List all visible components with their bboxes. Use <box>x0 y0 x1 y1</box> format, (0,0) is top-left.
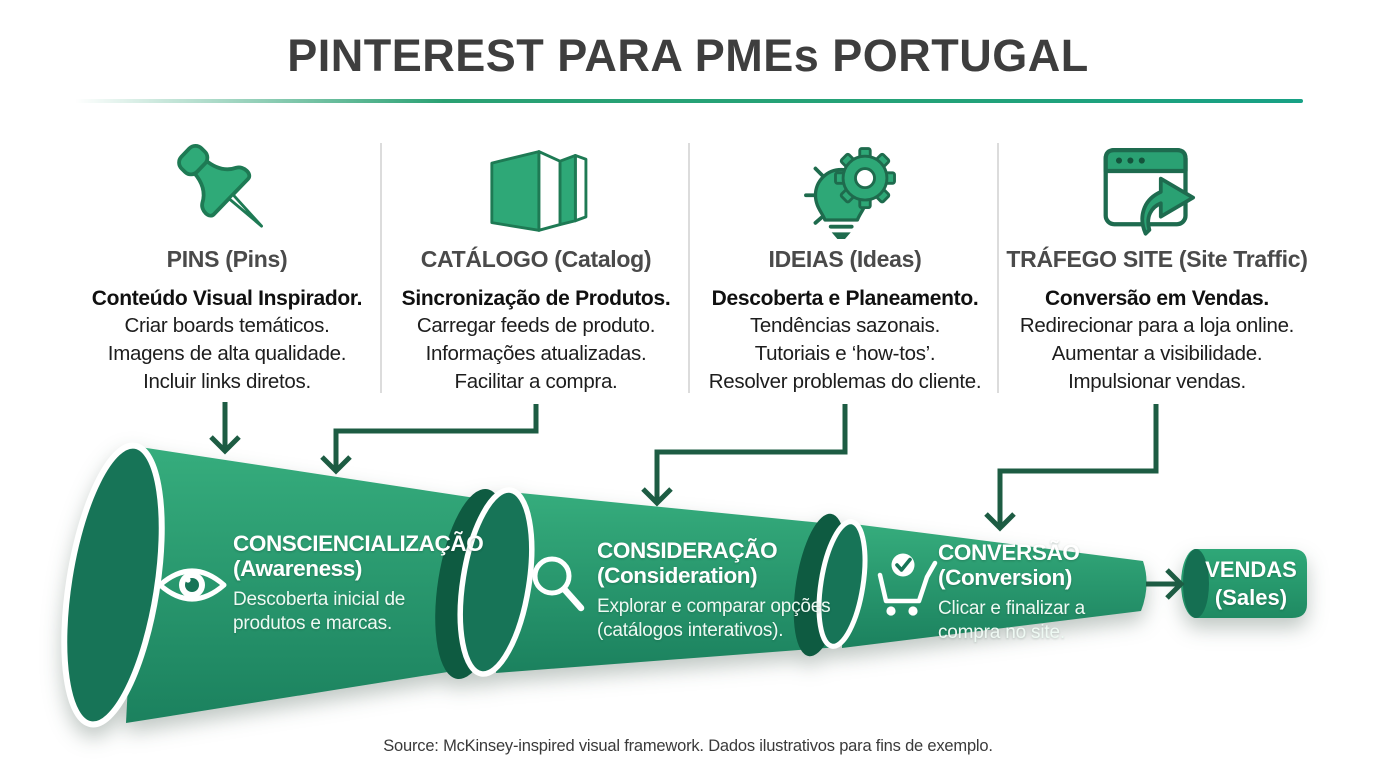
source-note: Source: McKinsey-inspired visual framewo… <box>383 737 993 755</box>
column-line: Incluir links diretos. <box>143 370 311 394</box>
stage-subtitle: (Consideration) <box>597 563 758 589</box>
magnifier-icon <box>532 556 585 612</box>
column-heading: IDEIAS (Ideas) <box>768 246 922 272</box>
connector-arrows <box>209 402 1159 532</box>
vendas-box <box>1181 549 1307 618</box>
arrow-traffic-to-funnel <box>984 404 1159 532</box>
column-divider <box>380 143 382 393</box>
idea-bulb-gear-icon <box>693 140 997 240</box>
column-heading: PINS (Pins) <box>166 246 288 272</box>
stage-title: CONVERSÃO <box>938 540 1080 565</box>
site-traffic-icon <box>1005 140 1309 240</box>
column-line: Imagens de alta qualidade. <box>107 342 347 366</box>
arrow-ideas-to-funnel <box>641 404 848 507</box>
stage-subtitle: (Conversion) <box>938 565 1072 591</box>
column-line: Redirecionar para a loja online. <box>1019 314 1295 338</box>
stage-subtitle: (Awareness) <box>233 556 362 582</box>
funnel-body <box>61 442 1307 728</box>
column-heading: TRÁFEGO SITE (Site Traffic) <box>1006 246 1308 272</box>
funnel-cap-consideration <box>457 487 535 677</box>
title-underline <box>75 99 1303 103</box>
column-line: Criar boards temáticos. <box>124 314 330 338</box>
feature-column-site-traffic: TRÁFEGO SITE (Site Traffic) Conversão em… <box>1005 140 1309 396</box>
pushpin-icon <box>75 140 379 240</box>
stage-desc: Clicar e finalizar a compra no site. <box>938 598 1085 643</box>
arrow-catalog-to-funnel <box>320 404 539 475</box>
stage-desc: Descoberta inicial de produtos e marcas. <box>233 589 406 634</box>
feature-column-ideas: IDEIAS (Ideas) Descoberta e Planeamento.… <box>693 140 997 396</box>
funnel-stage-conversion: CONVERSÃO (Conversion) Clicar e finaliza… <box>938 540 1138 644</box>
catalog-icon <box>384 140 688 240</box>
column-line: Facilitar a compra. <box>454 370 618 394</box>
arrow-pins-to-funnel <box>209 402 241 455</box>
column-line: Tendências sazonais. <box>749 314 940 338</box>
column-divider <box>688 143 690 393</box>
column-line: Resolver problemas do cliente. <box>708 370 982 394</box>
column-lead: Sincronização de Produtos. <box>401 287 671 310</box>
column-lead: Conversão em Vendas. <box>1045 287 1269 310</box>
column-line: Tutoriais e ‘how-tos’. <box>754 342 936 366</box>
feature-column-catalog: CATÁLOGO (Catalog) Sincronização de Prod… <box>384 140 688 396</box>
column-lead: Conteúdo Visual Inspirador. <box>91 287 363 310</box>
page-title: PINTEREST PARA PMEs PORTUGAL <box>287 30 1089 81</box>
column-line: Aumentar a visibilidade. <box>1051 342 1263 366</box>
vendas-title: VENDAS <box>1205 557 1297 582</box>
column-line: Informações atualizadas. <box>425 342 647 366</box>
column-line: Carregar feeds de produto. <box>416 314 656 338</box>
arrow-funnel-to-vendas <box>1146 568 1185 600</box>
vendas-subtitle: (Sales) <box>1214 584 1288 610</box>
column-heading: CATÁLOGO (Catalog) <box>420 246 652 272</box>
column-divider <box>997 143 999 393</box>
feature-column-pins: PINS (Pins) Conteúdo Visual Inspirador. … <box>75 140 379 396</box>
stage-title: CONSCIENCIALIZAÇÃO <box>233 531 484 556</box>
funnel-cap-conversion <box>816 519 868 649</box>
funnel-stage-awareness: CONSCIENCIALIZAÇÃO (Awareness) Descobert… <box>233 531 484 635</box>
column-line: Impulsionar vendas. <box>1068 370 1246 394</box>
vendas-label: VENDAS (Sales) <box>1198 556 1304 611</box>
funnel-cap-awareness <box>61 442 165 728</box>
stage-desc: Explorar e comparar opções (catálogos in… <box>597 596 831 641</box>
stage-title: CONSIDERAÇÃO <box>597 538 778 563</box>
cart-check-icon <box>877 553 938 616</box>
column-lead: Descoberta e Planeamento. <box>711 287 979 310</box>
funnel-stage-consideration: CONSIDERAÇÃO (Consideration) Explorar e … <box>597 538 857 642</box>
eye-icon <box>157 568 227 602</box>
